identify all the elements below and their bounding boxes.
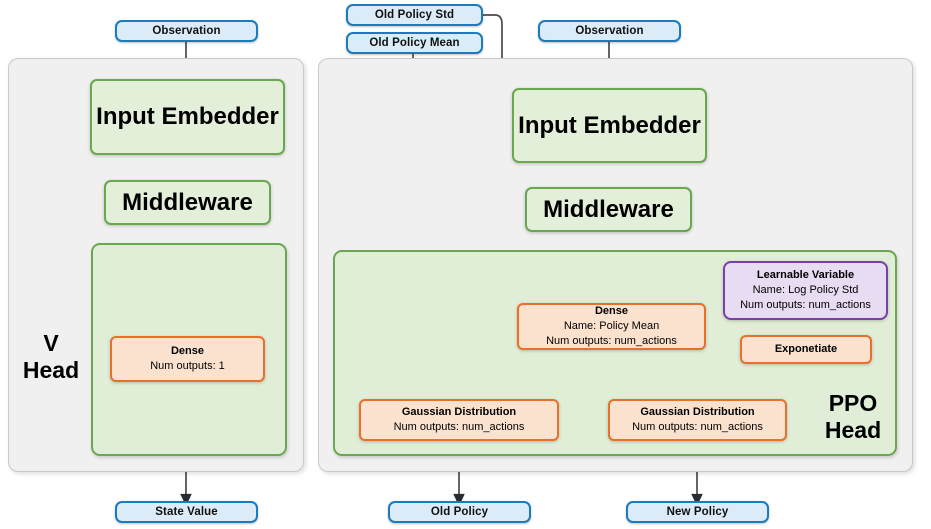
ppo-input-embedder-label: Input Embedder bbox=[518, 111, 701, 139]
v-head-title-line1: V bbox=[43, 330, 59, 356]
ppo-dense-num-outputs: Num outputs: num_actions bbox=[546, 335, 677, 348]
v-head-title: V Head bbox=[14, 330, 88, 384]
ppo-head-title-line1: PPO bbox=[828, 390, 878, 416]
v-head-title-line2: Head bbox=[22, 357, 80, 384]
ppo-learnable-variable-title: Learnable Variable bbox=[756, 268, 855, 281]
ppo-old-policy-std-pill[interactable]: Old Policy Std bbox=[346, 4, 483, 26]
ppo-observation-label: Observation bbox=[575, 25, 644, 37]
ppo-dense-policy-mean-block[interactable]: Dense Name: Policy Mean Num outputs: num… bbox=[517, 303, 706, 350]
ppo-input-embedder-block[interactable]: Input Embedder bbox=[512, 88, 707, 163]
ppo-gaussian-old-title: Gaussian Distribution bbox=[401, 405, 517, 418]
ppo-dense-name: Name: Policy Mean bbox=[563, 319, 660, 332]
v-head-observation-pill[interactable]: Observation bbox=[115, 20, 258, 42]
v-head-state-value-pill[interactable]: State Value bbox=[115, 501, 258, 523]
v-head-input-embedder-block[interactable]: Input Embedder bbox=[90, 79, 285, 155]
ppo-middleware-label: Middleware bbox=[543, 195, 674, 223]
ppo-learnable-variable-block[interactable]: Learnable Variable Name: Log Policy Std … bbox=[723, 261, 888, 320]
ppo-gaussian-old-num-outputs: Num outputs: num_actions bbox=[393, 421, 525, 433]
ppo-new-policy-output-label: New Policy bbox=[666, 506, 729, 518]
v-head-middleware-label: Middleware bbox=[122, 188, 253, 216]
ppo-gaussian-distribution-new-block[interactable]: Gaussian Distribution Num outputs: num_a… bbox=[608, 399, 787, 441]
ppo-old-policy-output-label: Old Policy bbox=[430, 506, 489, 518]
ppo-head-title: PPO Head bbox=[813, 390, 893, 444]
ppo-gaussian-new-num-outputs: Num outputs: num_actions bbox=[632, 421, 763, 433]
ppo-new-policy-output-pill[interactable]: New Policy bbox=[626, 501, 769, 523]
ppo-exponentiate-label: Exponetiate bbox=[774, 342, 838, 355]
ppo-old-policy-std-label: Old Policy Std bbox=[374, 9, 455, 21]
v-head-observation-label: Observation bbox=[152, 25, 221, 37]
v-head-dense-num-outputs: Num outputs: 1 bbox=[150, 360, 225, 372]
v-head-dense-block[interactable]: Dense Num outputs: 1 bbox=[110, 336, 265, 382]
ppo-gaussian-distribution-old-block[interactable]: Gaussian Distribution Num outputs: num_a… bbox=[359, 399, 559, 441]
ppo-gaussian-new-title: Gaussian Distribution bbox=[640, 405, 755, 418]
ppo-learnable-variable-num-outputs: Num outputs: num_actions bbox=[740, 299, 871, 312]
ppo-exponentiate-block[interactable]: Exponetiate bbox=[740, 335, 872, 364]
v-head-state-value-label: State Value bbox=[155, 506, 218, 518]
ppo-old-policy-output-pill[interactable]: Old Policy bbox=[388, 501, 531, 523]
ppo-old-policy-mean-pill[interactable]: Old Policy Mean bbox=[346, 32, 483, 54]
ppo-observation-pill[interactable]: Observation bbox=[538, 20, 681, 42]
v-head-middleware-block[interactable]: Middleware bbox=[104, 180, 271, 225]
ppo-old-policy-mean-label: Old Policy Mean bbox=[369, 37, 460, 49]
ppo-dense-title: Dense bbox=[594, 304, 629, 317]
ppo-middleware-block[interactable]: Middleware bbox=[525, 187, 692, 232]
ppo-learnable-variable-name: Name: Log Policy Std bbox=[752, 283, 859, 296]
ppo-head-title-line2: Head bbox=[824, 417, 882, 444]
v-head-input-embedder-label: Input Embedder bbox=[96, 103, 279, 130]
v-head-dense-title: Dense bbox=[170, 344, 205, 357]
